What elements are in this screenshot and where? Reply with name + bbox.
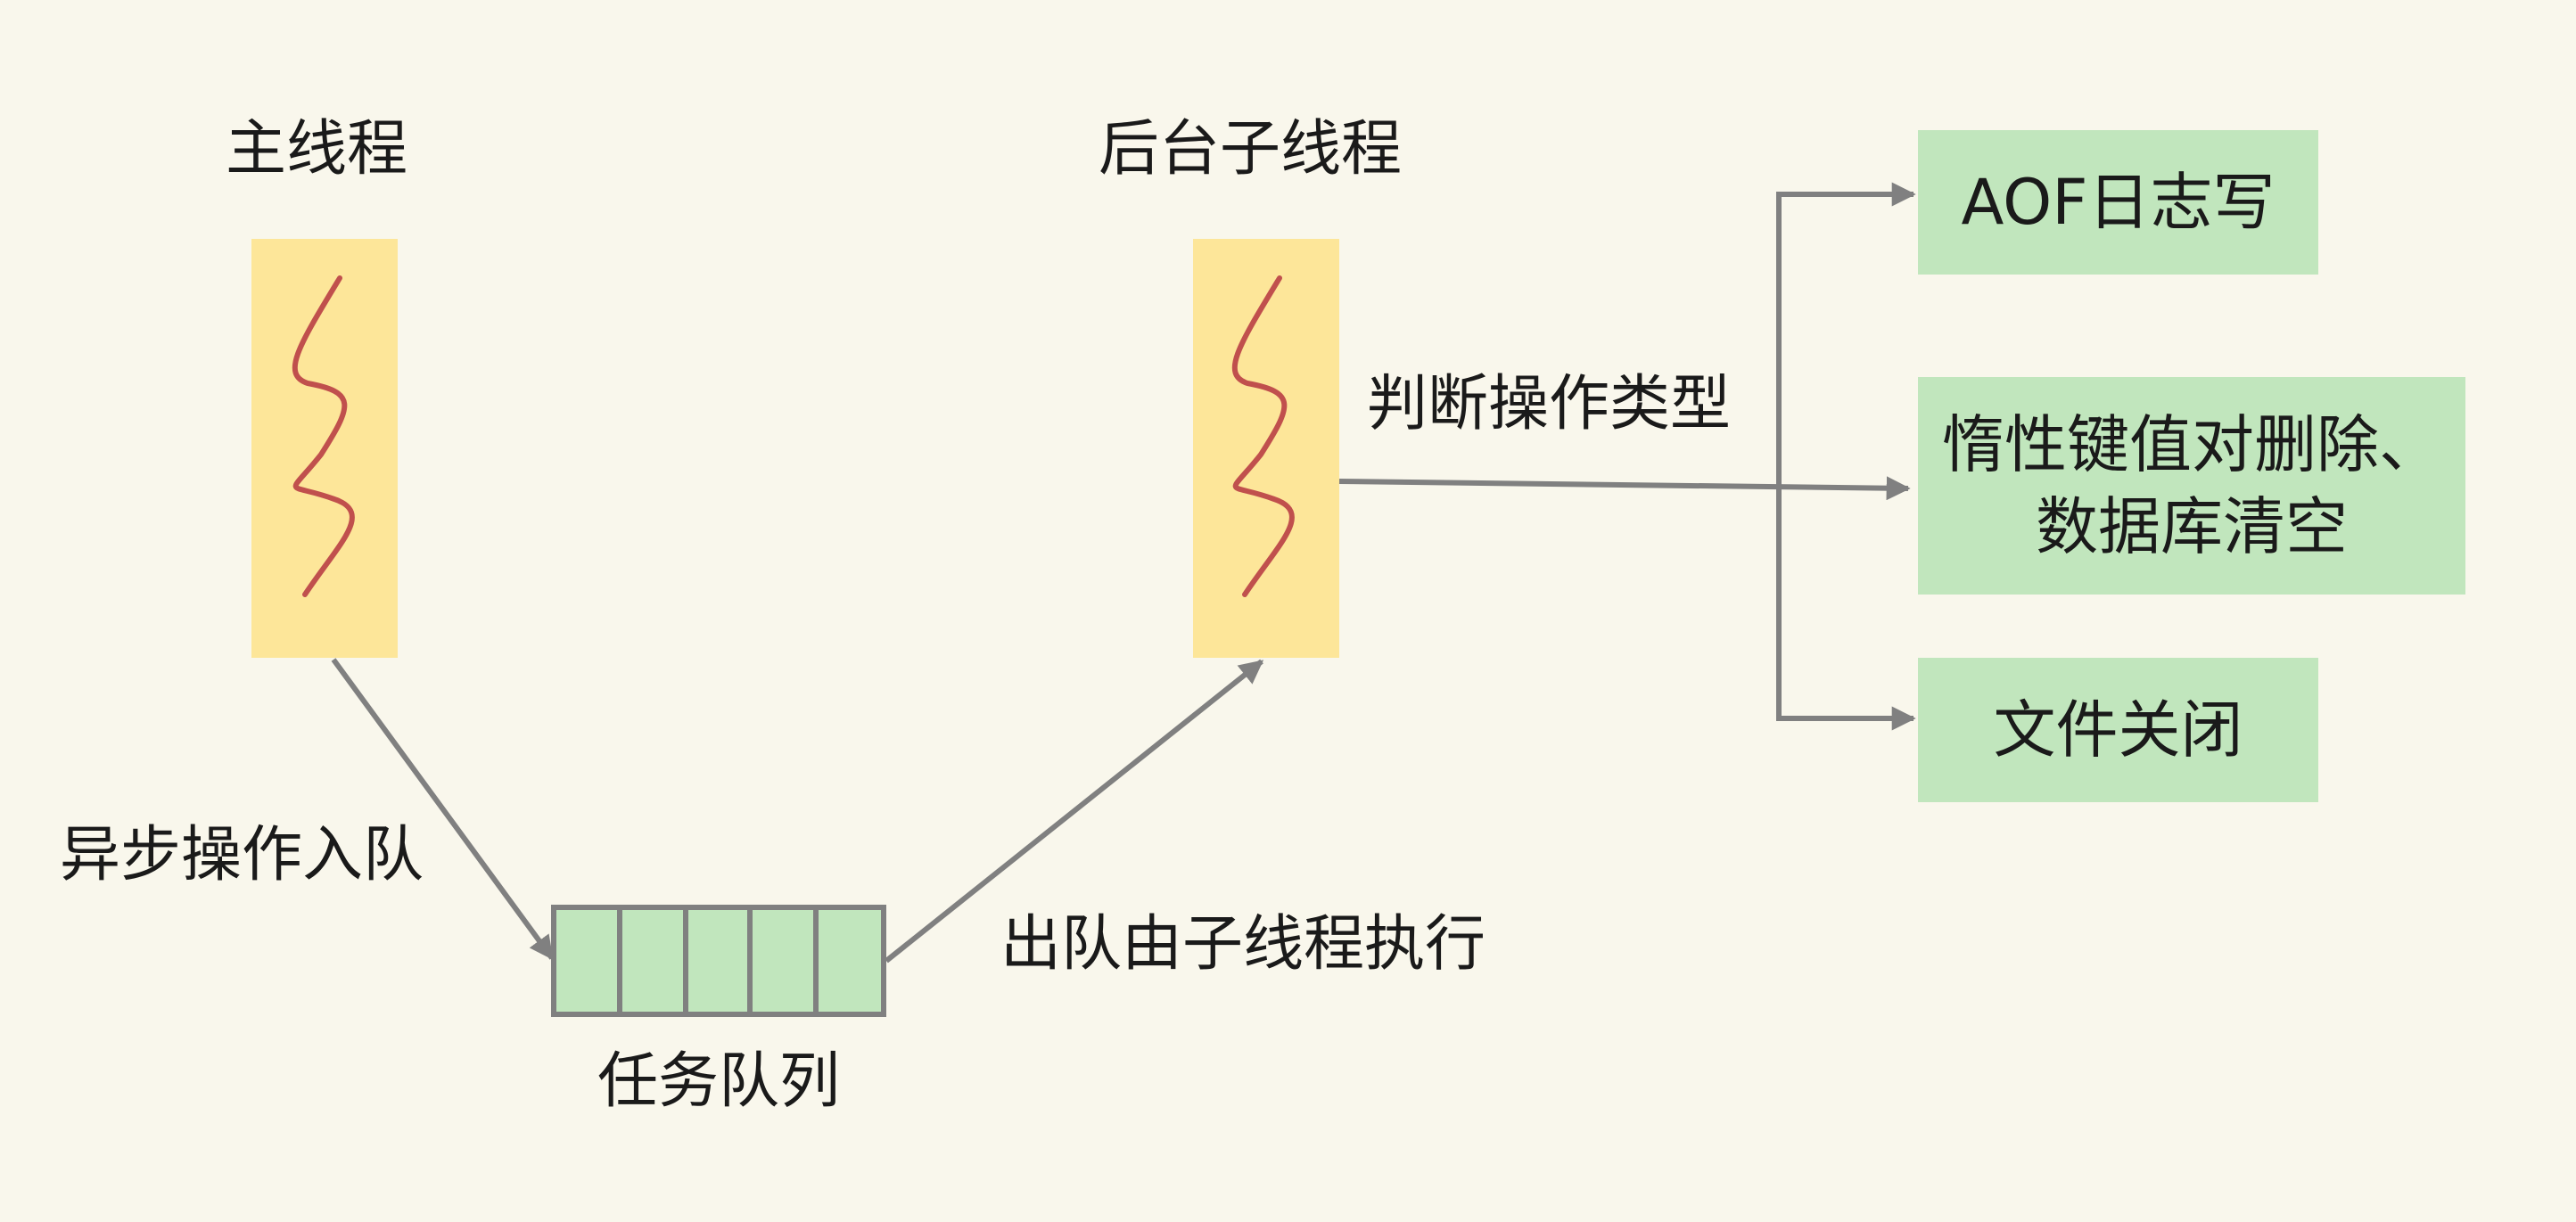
queue-slot <box>617 905 688 1017</box>
judge-arrow <box>1338 476 1911 501</box>
queue-slot <box>813 905 886 1017</box>
task-queue-label: 任务队列 <box>597 1046 841 1117</box>
lazy-delete-text: 惰性键值对删除、 数据库清空 <box>1942 404 2441 568</box>
queue-slot <box>551 905 622 1017</box>
background-thread-label: 后台子线程 <box>1099 114 1403 185</box>
queue-slot <box>747 905 819 1017</box>
enqueue-label: 异步操作入队 <box>60 820 424 890</box>
judge-type-label: 判断操作类型 <box>1367 369 1732 439</box>
lazy-delete-line2: 数据库清空 <box>2036 490 2348 563</box>
file-close-box: 文件关闭 <box>1918 658 2318 802</box>
aof-write-text: AOF日志写 <box>1961 166 2276 239</box>
file-close-text: 文件关闭 <box>1993 693 2243 767</box>
main-thread-label: 主线程 <box>226 114 408 185</box>
lazy-delete-box: 惰性键值对删除、 数据库清空 <box>1918 377 2465 595</box>
main-thread-wave-icon <box>292 275 355 597</box>
background-thread-wave-icon <box>1231 275 1295 597</box>
dequeue-label: 出队由子线程执行 <box>1000 909 1486 980</box>
aof-write-box: AOF日志写 <box>1918 130 2318 275</box>
queue-slot <box>683 905 753 1017</box>
lazy-delete-line1: 惰性键值对删除、 <box>1942 408 2441 481</box>
dequeue-arrow <box>885 659 1264 964</box>
enqueue-arrow <box>331 658 555 961</box>
task-queue <box>551 905 886 1017</box>
